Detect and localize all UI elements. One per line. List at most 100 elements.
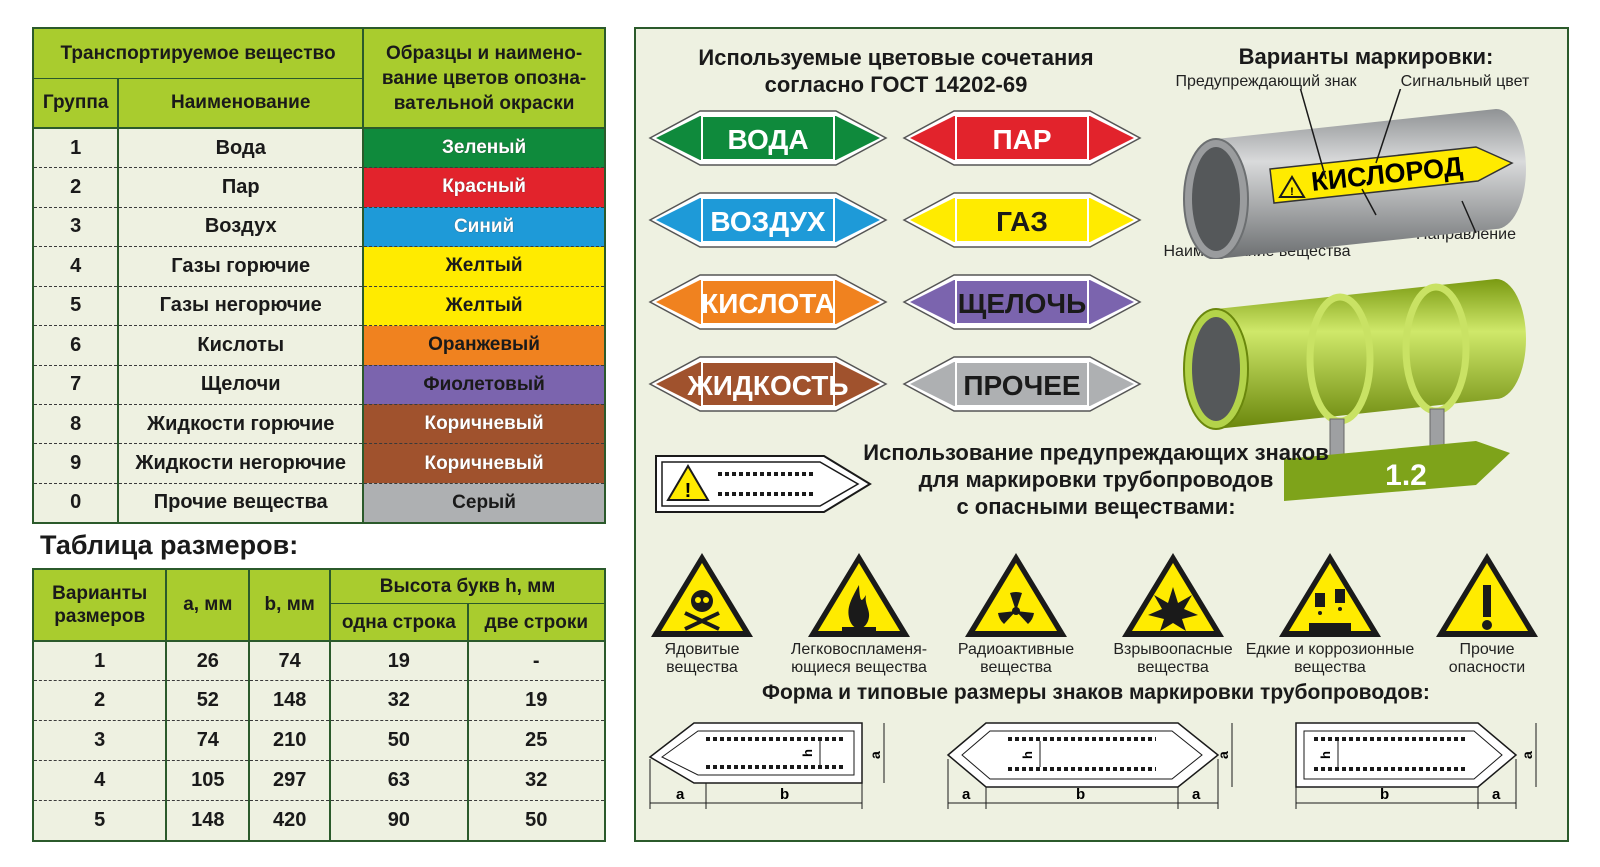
svg-text:a: a [1215,751,1231,759]
shape-double-arrow: h a a b [648,722,885,809]
cell-group: 7 [33,365,120,405]
header-b: b, мм [249,569,332,642]
hazard-sign [647,549,757,649]
cell-b: 210 [249,720,332,762]
shapes-title: Форма и типовые размеры знаков маркировк… [762,681,1430,704]
cell-two-lines: 19 [467,680,605,722]
svg-text:b: b [1380,786,1389,803]
svg-text:b: b [1076,786,1085,803]
corrosion-icon [1279,553,1381,637]
warning-arrow-sample: ! [655,455,872,513]
color-arrow-4: ГАЗ [902,192,1142,248]
shape-pointed-both: h a a b a [946,722,1233,809]
warning-triangle-icon [666,464,710,501]
color-arrow-label: ЖИДКОСТЬ [687,370,849,401]
cell-b: 148 [249,680,332,722]
color-arrow-label: ВОДА [727,124,808,155]
cell-b: 420 [249,800,332,841]
cell-a: 148 [166,800,251,841]
plate-label: 1.2 [1385,459,1427,492]
color-arrow-label: ЩЕЛОЧЬ [958,288,1086,319]
cell-variant: 5 [33,800,168,841]
svg-text:a: a [676,786,685,803]
cell-one-line: 32 [330,680,469,722]
radiation-icon [965,553,1067,637]
cell-color-sample: Серый [363,483,605,523]
explosion-icon [1122,553,1224,637]
hazard-sign [1275,549,1385,649]
header-name: Наименование [118,78,365,130]
color-arrow-label: ГАЗ [996,206,1048,237]
header-group: Группа [33,78,120,130]
sizes-title: Таблица размеров: [40,530,299,560]
cell-two-lines: 25 [467,720,605,762]
svg-text:h: h [1318,751,1333,759]
pipe-with-rings: 1.2 [1183,279,1526,501]
cell-one-line: 63 [330,760,469,802]
header-colors: Образцы и наимено- вание цветов опозна- … [363,28,605,130]
cell-variant: 4 [33,760,168,802]
cell-name: Прочие вещества [118,483,365,523]
svg-text:a: a [1492,786,1501,803]
cell-a: 26 [166,640,251,682]
cell-variant: 1 [33,640,168,682]
cell-color-sample: Оранжевый [363,325,605,366]
skull-icon [651,553,753,637]
cell-two-lines: 32 [467,760,605,802]
cell-name: Газы горючие [118,246,365,287]
cell-group: 5 [33,286,120,327]
svg-text:a: a [1192,786,1201,803]
svg-text:a: a [867,751,883,759]
cell-group: 9 [33,443,120,484]
cell-one-line: 50 [330,720,469,762]
hazard-sign [1118,549,1228,649]
cell-two-lines: - [467,640,605,682]
color-arrow-8: ПРОЧЕЕ [902,356,1142,412]
cell-a: 105 [166,760,251,802]
shape-single-arrow: h a b a [1295,722,1537,809]
hazard-sign [961,549,1071,649]
cell-color-sample: Коричневый [363,443,605,484]
label-warning-sign: Предупреждающий знак [1175,73,1357,90]
cell-group: 3 [33,207,120,248]
color-arrow-label: ВОЗДУХ [710,206,826,237]
cell-color-sample: Красный [363,167,605,208]
shape-dimensions: h a a b h a a b a [648,722,1537,809]
cell-name: Газы негорючие [118,286,365,327]
cell-two-lines: 50 [525,809,548,832]
color-arrow-6: ЩЕЛОЧЬ [902,274,1142,330]
flame-icon [808,553,910,637]
cell-color-sample: Коричневый [363,404,605,445]
svg-text:a: a [962,786,971,803]
cell-group: 1 [33,128,120,169]
cell-one-line: 19 [330,640,469,682]
color-arrow-5: КИСЛОТА [648,274,888,330]
cell-a: 52 [166,680,251,722]
cell-name: Жидкости горючие [118,404,365,445]
svg-text:h: h [1020,751,1035,759]
cell-name: Жидкости негорючие [118,443,365,484]
cell-a: 74 [166,720,251,762]
cell-group: 6 [33,325,120,366]
hazard-sign [1432,549,1542,649]
cell-color-sample: Синий [363,207,605,248]
cell-b: 74 [249,640,332,682]
